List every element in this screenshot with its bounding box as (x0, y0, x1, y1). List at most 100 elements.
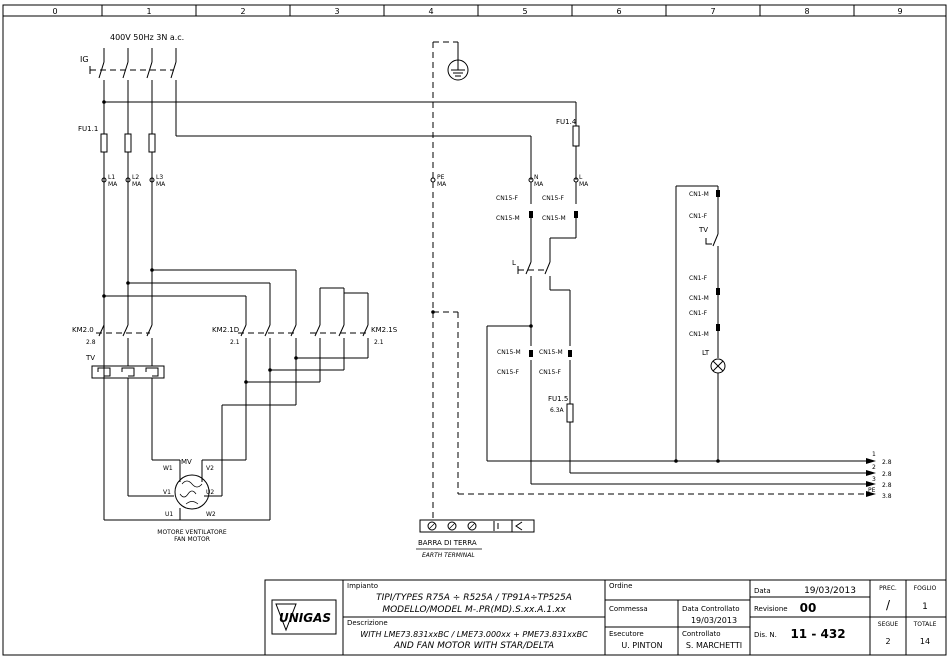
contactor-km2-0-label: KM2.0 (72, 326, 94, 334)
terminal-l3: L3 (156, 174, 163, 181)
motor-terminal-w2: W2 (206, 511, 216, 518)
prec-value: / (886, 598, 891, 612)
connector-cn15-f-c: CN15-F (497, 369, 519, 376)
supply-label: 400V 50Hz 3N a.c. (110, 33, 184, 42)
contactor-wiring (102, 268, 369, 325)
control-circuit-left (486, 182, 866, 485)
data-controllato-value: 19/03/2013 (691, 616, 737, 625)
terminal-l-ma: MA (579, 181, 589, 188)
motor-terminal-v2: V2 (206, 465, 214, 472)
descrizione-label: Descrizione (347, 619, 388, 627)
motor-terminal-u2: U2 (206, 489, 214, 496)
motor-feed-wiring (103, 338, 369, 521)
controllato-value: S. MARCHETTI (686, 641, 742, 650)
contactor-km2-1s-ref: 2.1 (374, 339, 384, 346)
segue-label: SEGUE (878, 621, 899, 628)
fuse-fu1-5-rating: 6.3A (550, 407, 565, 414)
motor-caption-en: FAN MOTOR (174, 536, 210, 543)
grid-col-0: 0 (52, 7, 57, 16)
prec-label: PREC. (879, 585, 897, 592)
contactor-km2-1d-label: KM2.1D (212, 326, 239, 334)
earth-caption-en: EARTH TERMINAL (422, 552, 475, 559)
grid-col-6: 6 (616, 7, 621, 16)
revisione-value: 00 (800, 601, 817, 615)
grid-col-2: 2 (240, 7, 245, 16)
contactor-km2-1d-ref: 2.1 (230, 339, 240, 346)
terminal-n: N (534, 174, 539, 181)
main-switch-label: IG (80, 55, 89, 64)
fuse-fu1-1 (100, 133, 156, 153)
connector-cn15-m-d: CN15-M (539, 349, 563, 356)
impianto-line-2: MODELLO/MODEL M-.PR(MD).S.xx.A.1.xx (382, 605, 566, 615)
totale-value: 14 (920, 637, 930, 646)
terminal-pe-ma: MA (437, 181, 447, 188)
grid-col-7: 7 (710, 7, 715, 16)
totale-label: TOTALE (913, 621, 937, 628)
earth-caption-it: BARRA DI TERRA (418, 539, 477, 547)
grid-col-5: 5 (522, 7, 527, 16)
data-value: 19/03/2013 (804, 586, 856, 596)
connector-cn15-f-a: CN15-F (496, 195, 518, 202)
grid-col-3: 3 (334, 7, 339, 16)
output-pe-ref: 3.8 (882, 493, 892, 500)
terminal-l2: L2 (132, 174, 139, 181)
fuse-fu1-1-label: FU1.1 (78, 125, 98, 133)
foglio-value: 1 (922, 602, 928, 612)
phase-conductors (102, 80, 577, 520)
motor-terminal-v1: V1 (163, 489, 171, 496)
connector-cn15-m-a: CN15-M (496, 215, 520, 222)
descrizione-line-1: WITH LME73.831xxBC / LME73.000xx + PME73… (360, 630, 588, 639)
connector-cn1-f-c: CN1-F (689, 310, 708, 317)
fan-motor-icon (174, 474, 210, 510)
unigas-logo-text: UNIGAS (279, 611, 331, 625)
data-controllato-label: Data Controllato (682, 605, 740, 613)
thermal-relay-left-label: TV (85, 354, 95, 362)
fuse-fu1-4 (572, 125, 580, 147)
contactor-km2-1s-label: KM2.1S (371, 326, 398, 334)
output-1-ref: 2.8 (882, 459, 892, 466)
lamp-lt-label: LT (702, 349, 710, 357)
output-3-number: 3 (872, 476, 876, 483)
grid-col-1: 1 (146, 7, 151, 16)
control-circuit-right (674, 185, 726, 463)
motor-label: MV (181, 458, 192, 466)
descrizione-line-2: AND FAN MOTOR WITH STAR/DELTA (393, 641, 554, 651)
motor-terminal-w1: W1 (163, 465, 173, 472)
esecutore-label: Esecutore (609, 630, 644, 638)
terminal-l1: L1 (108, 174, 115, 181)
motor-caption-it: MOTORE VENTILATORE (157, 529, 227, 536)
output-2-ref: 2.8 (882, 471, 892, 478)
main-switch-ig (89, 48, 177, 79)
motor-terminal-u1: U1 (165, 511, 173, 518)
foglio-label: FOGLIO (914, 585, 937, 592)
terminal-l: L (579, 174, 583, 181)
connector-cn15-f-b: CN15-F (542, 195, 564, 202)
unigas-logo: UNIGAS (271, 599, 337, 635)
earth-terminal-bar-icon (419, 519, 535, 533)
connector-cn15-f-d: CN15-F (539, 369, 561, 376)
data-label: Data (754, 587, 771, 595)
output-pe-label: PE (868, 487, 876, 494)
pe-conductor (431, 41, 866, 518)
commessa-label: Commessa (609, 605, 648, 613)
connector-cn1-m-c: CN1-M (689, 331, 709, 338)
terminal-n-ma: MA (534, 181, 544, 188)
grid-col-8: 8 (804, 7, 809, 16)
output-arrows (866, 458, 876, 497)
esecutore-value: U. PINTON (621, 641, 662, 650)
thermal-relay-left (91, 365, 165, 379)
revisione-label: Revisione (754, 605, 788, 613)
connector-cn1-m-a: CN1-M (689, 191, 709, 198)
output-1-number: 1 (872, 451, 876, 458)
fuse-fu1-4-label: FU1.4 (556, 118, 577, 126)
title-block (264, 579, 947, 656)
fuse-fu1-5-label: FU1.5 (548, 395, 568, 403)
controllato-label: Controllato (682, 630, 721, 638)
terminal-pe: PE (437, 174, 445, 181)
terminal-l1-ma: MA (108, 181, 118, 188)
contactor-km2-0-ref: 2.8 (86, 339, 96, 346)
connector-cn15-m-b: CN15-M (542, 215, 566, 222)
dis-value: 11 - 432 (790, 627, 845, 641)
contactor-contacts (96, 324, 369, 337)
